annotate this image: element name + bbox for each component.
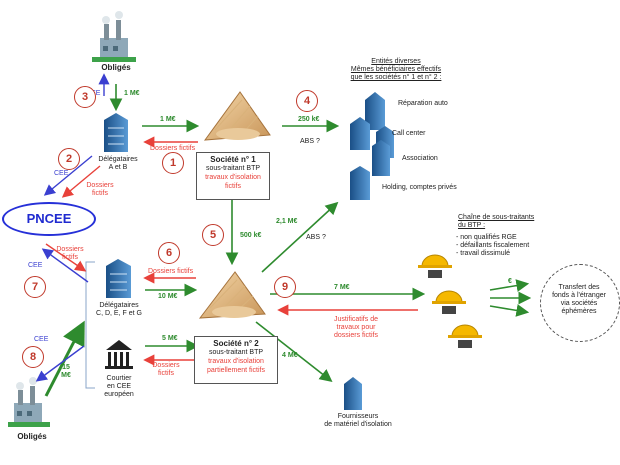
flow-500k: 500 k€ bbox=[240, 232, 262, 239]
flow-7m: 7 M€ bbox=[334, 284, 350, 291]
flow-5m: 5 M€ bbox=[162, 335, 178, 342]
flow-250k: 250 k€ bbox=[298, 116, 320, 123]
societe-1-box: Société n° 1 sous-traitant BTP travaux d… bbox=[196, 152, 270, 200]
step-7-circle: 7 bbox=[24, 276, 46, 298]
step-3-circle: 3 bbox=[74, 86, 96, 108]
courtier-bank-icon bbox=[105, 340, 133, 369]
dossiers-fictifs-6-label: Dossiers fictifs bbox=[148, 268, 194, 275]
entity-holding: Holding, comptes privés bbox=[382, 184, 457, 191]
delegataires-cdefg-building-icon bbox=[106, 259, 131, 298]
delegataires-bracket bbox=[85, 261, 95, 389]
obliges-bottom-label: Obligés bbox=[17, 432, 47, 441]
step-9-circle: 9 bbox=[274, 276, 296, 298]
cee-flows bbox=[35, 73, 110, 382]
societe-2-box: Société n° 2 sous-traitant BTP travaux d… bbox=[194, 336, 278, 384]
flow-10m: 10 M€ bbox=[158, 293, 178, 300]
flow-4m: 4 M€ bbox=[282, 352, 298, 359]
dossiers-fictifs-1-label: Dossiers fictifs bbox=[150, 145, 196, 152]
step-4-circle: 4 bbox=[296, 90, 318, 112]
step-8-circle: 8 bbox=[22, 346, 44, 368]
chaine-items: - non qualifiés RGE- défaillants fiscale… bbox=[456, 234, 530, 258]
step-1-circle: 1 bbox=[162, 152, 184, 174]
step-5-circle: 5 bbox=[202, 224, 224, 246]
flow-euro: € bbox=[508, 278, 512, 285]
flow-abs-1: ABS ? bbox=[300, 138, 320, 145]
flow-1m-right: 1 M€ bbox=[160, 116, 176, 123]
cee-8-label: CEE bbox=[34, 336, 49, 343]
flow-2-1m: 2,1 M€ bbox=[276, 218, 298, 225]
obliges-top-label: Obligés bbox=[101, 63, 131, 72]
workers-icon bbox=[418, 254, 482, 348]
house-1-icon bbox=[203, 91, 271, 141]
pncee-ellipse: PNCEE bbox=[2, 202, 96, 236]
fournisseurs-building-icon bbox=[344, 377, 362, 410]
cee-7-label: CEE bbox=[28, 262, 43, 269]
delegataires-ab-building-icon bbox=[104, 113, 128, 152]
factory-bottom-icon bbox=[8, 377, 50, 427]
flow-abs-2: ABS ? bbox=[306, 234, 326, 241]
step-6-circle: 6 bbox=[158, 242, 180, 264]
dossiers-flows bbox=[45, 136, 418, 366]
entity-call-center: Call center bbox=[392, 130, 426, 137]
entity-reparation-auto: Réparation auto bbox=[398, 100, 448, 107]
entity-association: Association bbox=[402, 155, 438, 162]
house-2-icon bbox=[198, 271, 266, 319]
factory-top-icon bbox=[92, 11, 136, 62]
flow-1m-down: 1 M€ bbox=[124, 90, 140, 97]
cee-2-label: CEE bbox=[54, 170, 69, 177]
entity-buildings-icon bbox=[350, 92, 394, 200]
step-2-circle: 2 bbox=[58, 148, 80, 170]
